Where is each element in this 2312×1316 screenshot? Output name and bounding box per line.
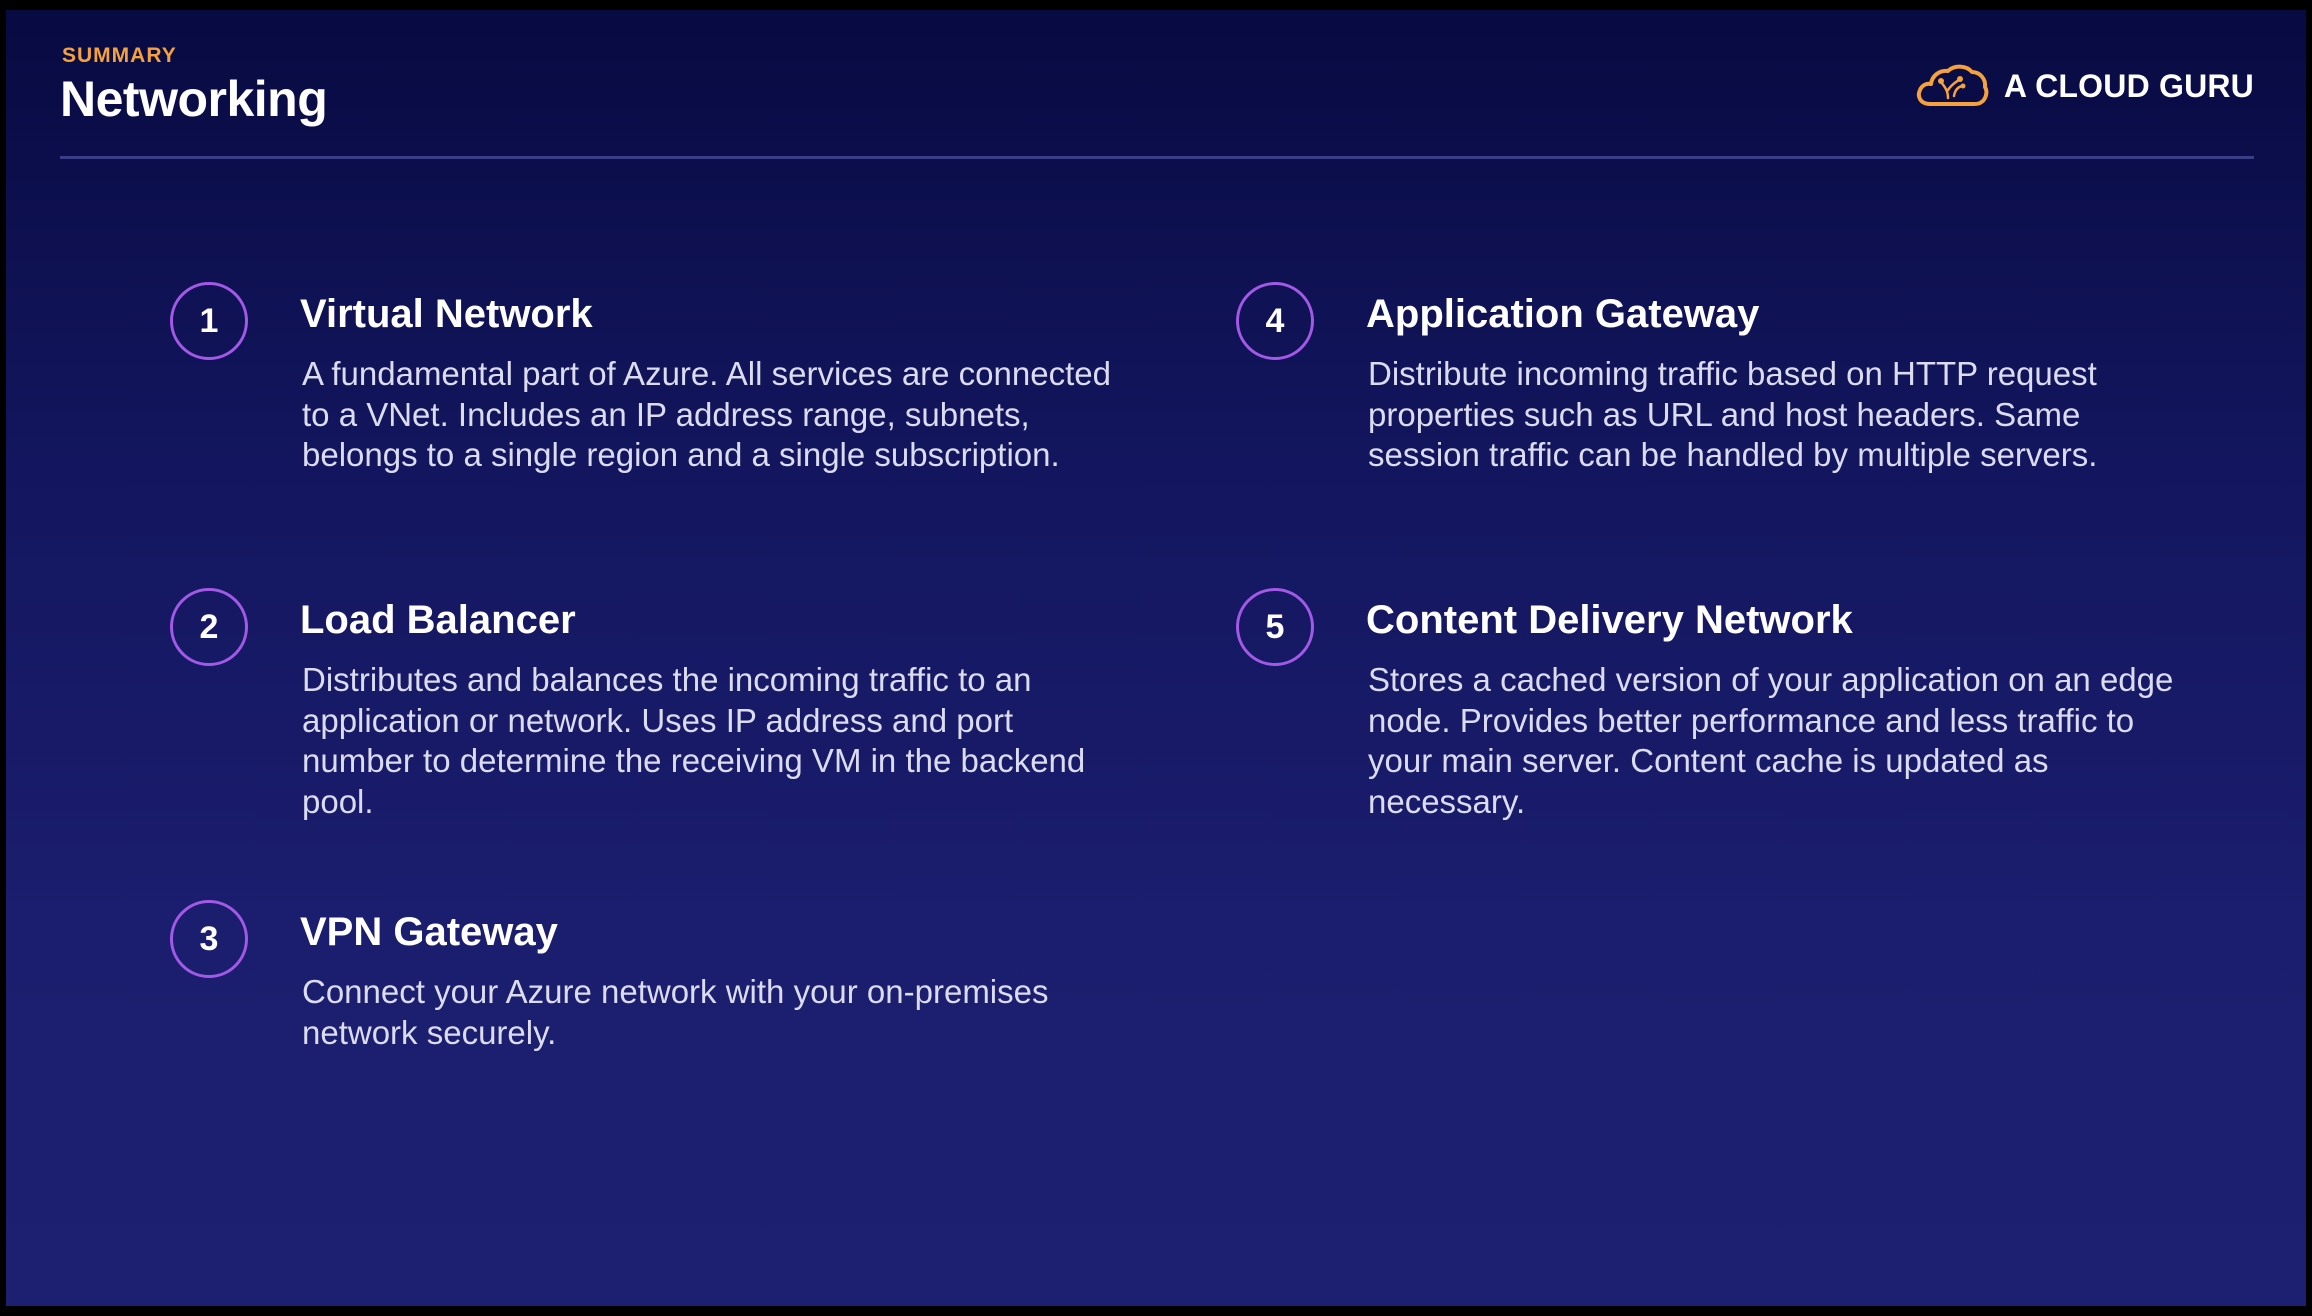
- item-description: Distributes and balances the incoming tr…: [302, 661, 1086, 820]
- brand-logo: A CLOUD GURU: [1914, 62, 2254, 110]
- item-description: Connect your Azure network with your on-…: [302, 973, 1049, 1051]
- item-number-badge: 4: [1236, 282, 1314, 360]
- cloud-guru-icon: [1914, 62, 1990, 110]
- item-number-badge: 2: [170, 588, 248, 666]
- section-kicker: SUMMARY: [62, 44, 177, 67]
- item-number-badge: 3: [170, 900, 248, 978]
- page-title: Networking: [60, 71, 328, 127]
- item-description: A fundamental part of Azure. All service…: [302, 355, 1111, 473]
- item-number-badge: 1: [170, 282, 248, 360]
- item-description: Stores a cached version of your applicat…: [1368, 661, 2174, 820]
- item-title: Load Balancer: [300, 598, 576, 642]
- item-title: VPN Gateway: [300, 910, 558, 954]
- item-title: Application Gateway: [1366, 292, 1760, 336]
- slide: SUMMARY Networking A CLOUD GURU 1 Virtua…: [6, 10, 2306, 1306]
- item-number-badge: 5: [1236, 588, 1314, 666]
- item-title: Virtual Network: [300, 292, 593, 336]
- item-title: Content Delivery Network: [1366, 598, 1853, 642]
- header-divider: [60, 156, 2254, 159]
- logo-text: A CLOUD GURU: [2003, 67, 2254, 104]
- item-description: Distribute incoming traffic based on HTT…: [1368, 355, 2098, 473]
